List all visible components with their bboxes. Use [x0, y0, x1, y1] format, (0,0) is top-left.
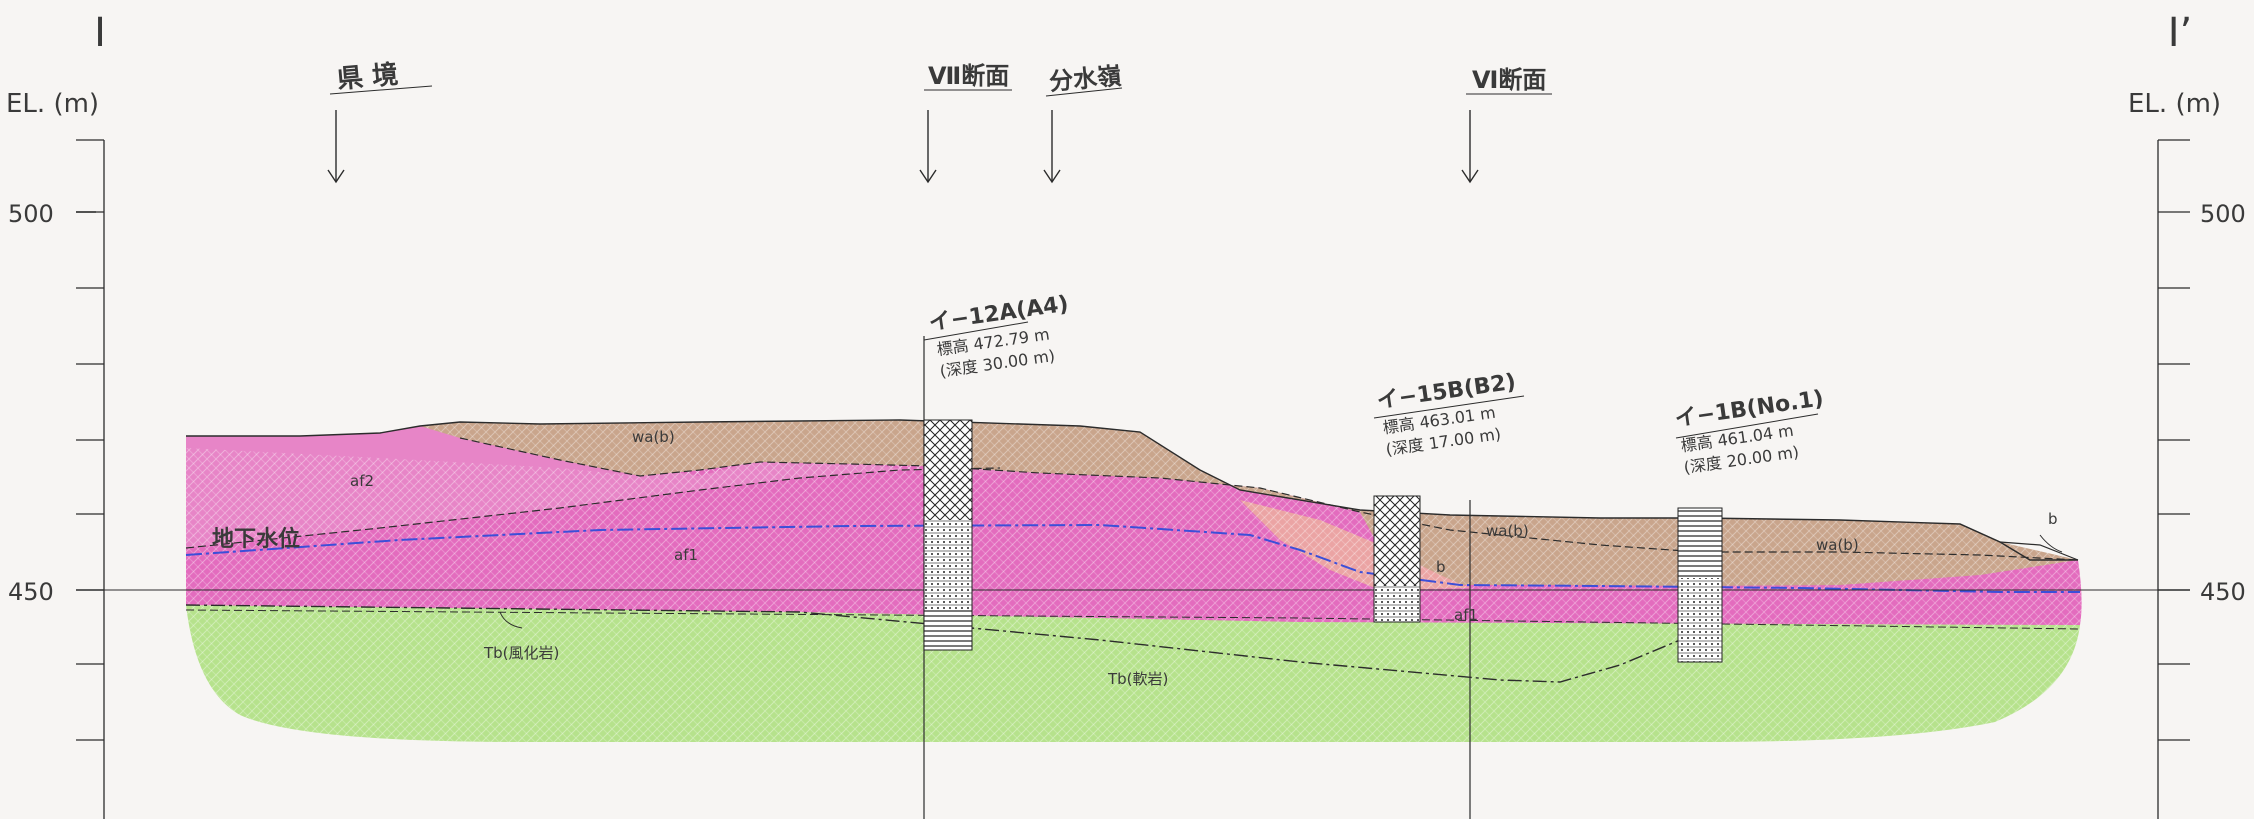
- layer-label-af1-left: af1: [674, 546, 698, 564]
- marker-arrow-vii: [919, 89, 1012, 184]
- layer-label-wa-b-right: wa(b): [1816, 536, 1859, 554]
- layer-label-b-mid: b: [1436, 558, 1446, 576]
- axis-label-left: EL. (m): [6, 89, 99, 119]
- ground-surface: [186, 419, 2078, 561]
- layer-label-af1-right: af1: [1454, 606, 1478, 624]
- tick-label-500-right: 500: [2200, 200, 2246, 228]
- marker-label-vii: Ⅶ断面: [928, 62, 1009, 90]
- groundwater-label: 地下水位: [212, 526, 300, 552]
- layer-label-wa-b-top: wa(b): [632, 428, 675, 446]
- layer-af2: [186, 422, 1240, 548]
- boundary-tb-soft: [185, 604, 1681, 683]
- groundwater-line: [185, 523, 2080, 593]
- borehole-12a: [923, 321, 1029, 651]
- tick-label-500-left: 500: [8, 200, 54, 228]
- axis-label-right: EL. (m): [2128, 89, 2221, 119]
- marker-label-kenkyo: 県 境: [336, 59, 400, 95]
- left-axis: [76, 139, 105, 819]
- marker-arrow-vi: [1461, 93, 1552, 184]
- layer-label-wa-b-mid: wa(b): [1486, 522, 1529, 540]
- layer-label-b-right: b: [2048, 510, 2058, 528]
- tick-label-450-left: 450: [8, 578, 54, 606]
- boundary-tb-weathered: [185, 609, 2081, 630]
- boundary-af2-af1: [185, 467, 1001, 549]
- borehole-1b: [1675, 413, 1819, 663]
- boundary-wa-af: [459, 437, 2079, 561]
- marker-label-vi: Ⅵ断面: [1472, 66, 1546, 94]
- section-mark-left: I: [94, 10, 106, 56]
- layer-label-tb-weathered: Tb(風化岩): [483, 644, 559, 662]
- tick-label-450-right: 450: [2200, 578, 2246, 606]
- layer-label-af2: af2: [350, 472, 374, 490]
- marker-arrow-kenkyo: [327, 85, 433, 184]
- layer-tb: [186, 605, 2080, 742]
- right-axis: [2157, 139, 2190, 819]
- layer-label-tb-soft: Tb(軟岩): [1107, 670, 1168, 688]
- layer-wa-b: [420, 420, 2078, 586]
- borehole-1b-name: イ−1B(No.1): [1673, 386, 1825, 432]
- marker-arrow-bunsuirei: [1043, 87, 1123, 184]
- marker-label-bunsuirei: 分水嶺: [1048, 62, 1122, 96]
- borehole-15b: [1373, 395, 1525, 623]
- section-mark-right: I’: [2168, 10, 2193, 56]
